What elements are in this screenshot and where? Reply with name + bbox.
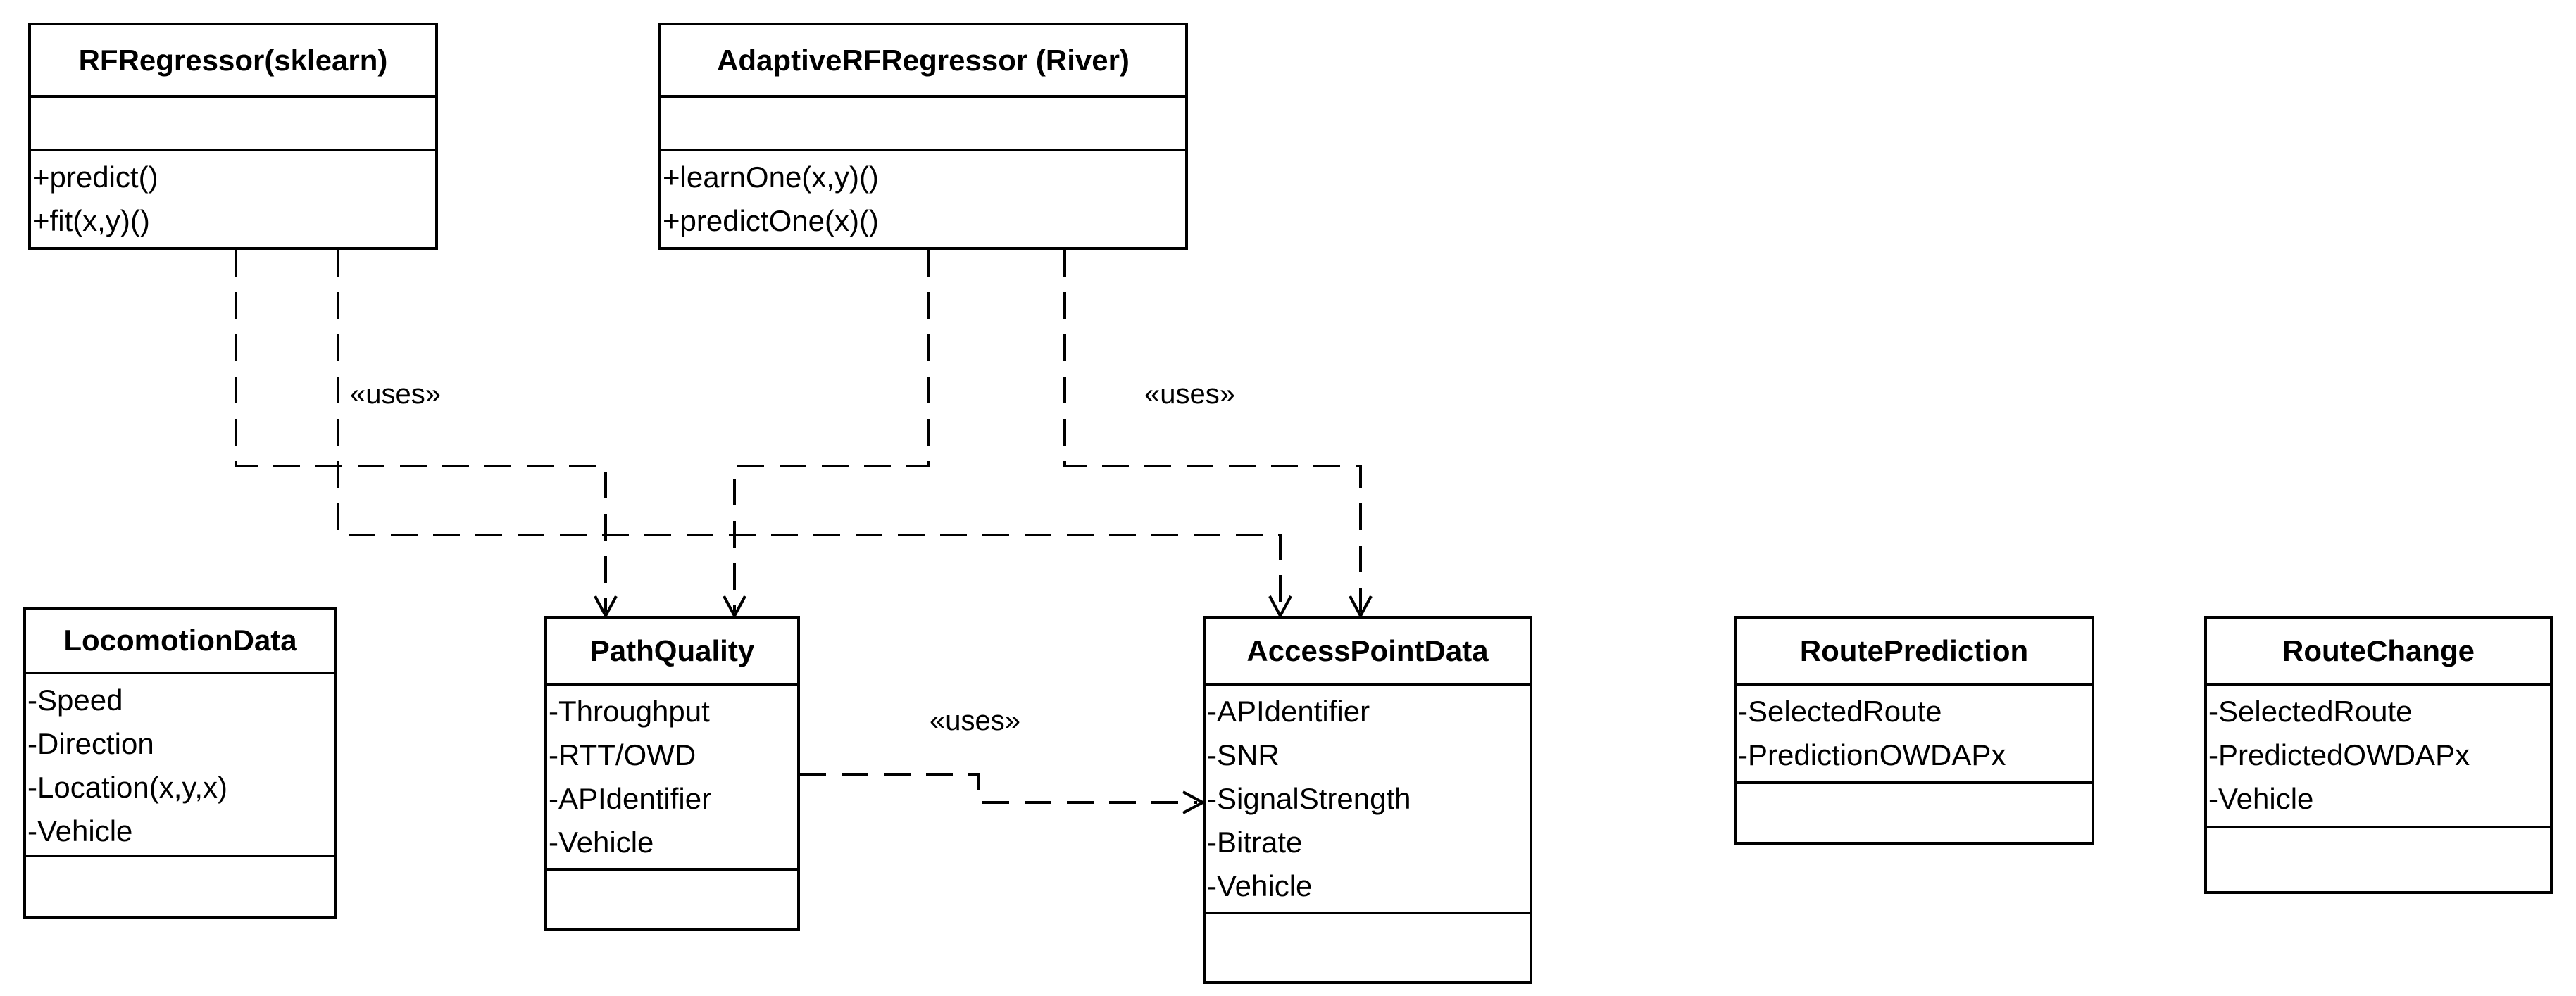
attribute: -APIdentifier [1207, 695, 1370, 728]
edge-rf-sklearn-to-access-point-data [337, 250, 1282, 612]
attribute: -Vehicle [2208, 782, 2314, 815]
attribute: -Bitrate [1207, 826, 1303, 859]
attribute-compartment: -Throughput -RTT/OWD -APIdentifier -Vehi… [547, 686, 797, 871]
class-path-quality[interactable]: PathQuality -Throughput -RTT/OWD -APIden… [544, 616, 800, 931]
attribute: -Direction [27, 727, 154, 760]
class-name: RoutePrediction [1737, 619, 2092, 686]
attribute-compartment [31, 98, 435, 151]
class-locomotion-data[interactable]: LocomotionData -Speed -Direction -Locati… [23, 607, 337, 919]
attribute-compartment: -SelectedRoute -PredictedOWDAPx -Vehicle [2207, 686, 2550, 828]
attribute-compartment: -APIdentifier -SNR -SignalStrength -Bitr… [1206, 686, 1530, 914]
class-name: RFRegressor(sklearn) [31, 25, 435, 99]
class-route-prediction[interactable]: RoutePrediction -SelectedRoute -Predicti… [1734, 616, 2094, 845]
uses-label: «uses» [350, 379, 441, 410]
edge-adaptive-rf-to-access-point-data [1063, 250, 1362, 612]
attribute-compartment [661, 98, 1185, 151]
attribute: -APIdentifier [549, 782, 712, 815]
attribute: -RTT/OWD [549, 738, 696, 771]
operation-compartment: +learnOne(x,y)() +predictOne(x)() [661, 151, 1185, 247]
class-name: PathQuality [547, 619, 797, 686]
uses-label: «uses» [930, 705, 1020, 736]
operation: +fit(x,y)() [32, 204, 150, 237]
operation: +predictOne(x)() [663, 204, 879, 237]
class-route-change[interactable]: RouteChange -SelectedRoute -PredictedOWD… [2204, 616, 2553, 894]
arrowhead-access-point-data-3 [1182, 790, 1206, 814]
edge-rf-sklearn-to-path-quality [235, 250, 607, 612]
class-adaptive-rf-regressor-river[interactable]: AdaptiveRFRegressor (River) +learnOne(x,… [658, 23, 1188, 250]
operation-compartment [547, 871, 797, 928]
operation-compartment [1737, 784, 2092, 842]
operation-compartment: +predict() +fit(x,y)() [31, 151, 435, 247]
class-name: AccessPointData [1206, 619, 1530, 686]
edge-path-quality-to-access-point-data [799, 773, 1197, 804]
attribute: -SelectedRoute [2208, 695, 2413, 728]
attribute: -Location(x,y,x) [27, 771, 227, 804]
attribute: -PredictedOWDAPx [2208, 738, 2470, 771]
attribute: -SNR [1207, 738, 1280, 771]
edge-adaptive-rf-to-path-quality [733, 250, 930, 612]
attribute: -SelectedRoute [1738, 695, 1942, 728]
attribute-compartment: -SelectedRoute -PredictionOWDAPx [1737, 686, 2092, 784]
attribute: -Vehicle [27, 814, 133, 847]
attribute-compartment: -Speed -Direction -Location(x,y,x) -Vehi… [26, 674, 334, 857]
attribute: -Speed [27, 683, 123, 717]
class-access-point-data[interactable]: AccessPointData -APIdentifier -SNR -Sign… [1203, 616, 1532, 984]
operation-compartment [26, 857, 334, 916]
class-rfregressor-sklearn[interactable]: RFRegressor(sklearn) +predict() +fit(x,y… [28, 23, 438, 250]
operation: +predict() [32, 160, 158, 194]
class-name: AdaptiveRFRegressor (River) [661, 25, 1185, 99]
attribute: -SignalStrength [1207, 782, 1411, 815]
class-name: LocomotionData [26, 610, 334, 674]
attribute: -Throughput [549, 695, 710, 728]
operation-compartment [2207, 828, 2550, 891]
attribute: -Vehicle [549, 826, 654, 859]
uses-label: «uses» [1144, 379, 1235, 410]
attribute: -PredictionOWDAPx [1738, 738, 2006, 771]
operation: +learnOne(x,y)() [663, 160, 879, 194]
attribute: -Vehicle [1207, 869, 1313, 902]
operation-compartment [1206, 914, 1530, 981]
class-name: RouteChange [2207, 619, 2550, 686]
